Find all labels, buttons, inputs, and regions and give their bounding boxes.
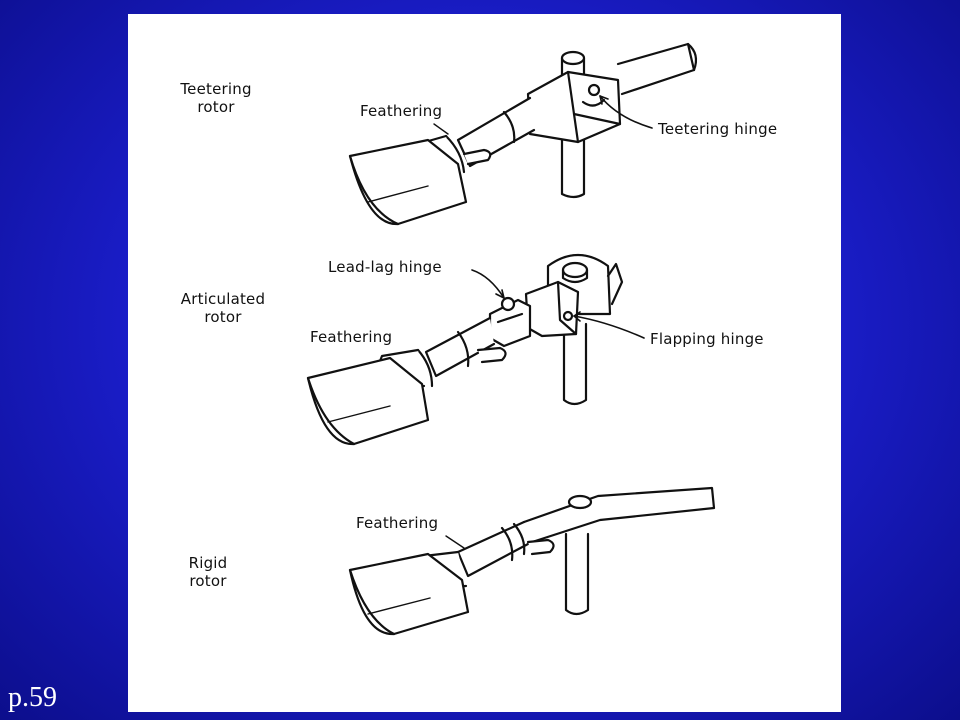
rigid-rotor-title: Rigid rotor bbox=[188, 554, 228, 590]
rigid-rotor-drawing bbox=[348, 486, 716, 636]
teetering-feathering-label: Feathering bbox=[360, 102, 443, 120]
figure-panel: Teetering rotor Feathering Teetering hin… bbox=[128, 14, 841, 712]
articulated-feathering-label: Feathering bbox=[310, 328, 393, 346]
lead-lag-hinge-label: Lead-lag hinge bbox=[328, 258, 442, 276]
teetering-hinge-label: Teetering hinge bbox=[658, 120, 778, 138]
rotor-drawings bbox=[306, 42, 716, 636]
rigid-feathering-label: Feathering bbox=[356, 514, 439, 532]
teetering-rotor-drawing bbox=[348, 42, 698, 226]
articulated-rotor-title: Articulated rotor bbox=[180, 290, 266, 326]
teetering-rotor-title: Teetering rotor bbox=[180, 80, 252, 116]
page-number: p.59 bbox=[8, 682, 57, 713]
articulated-rotor-drawing bbox=[306, 254, 645, 446]
flapping-hinge-label: Flapping hinge bbox=[650, 330, 764, 348]
